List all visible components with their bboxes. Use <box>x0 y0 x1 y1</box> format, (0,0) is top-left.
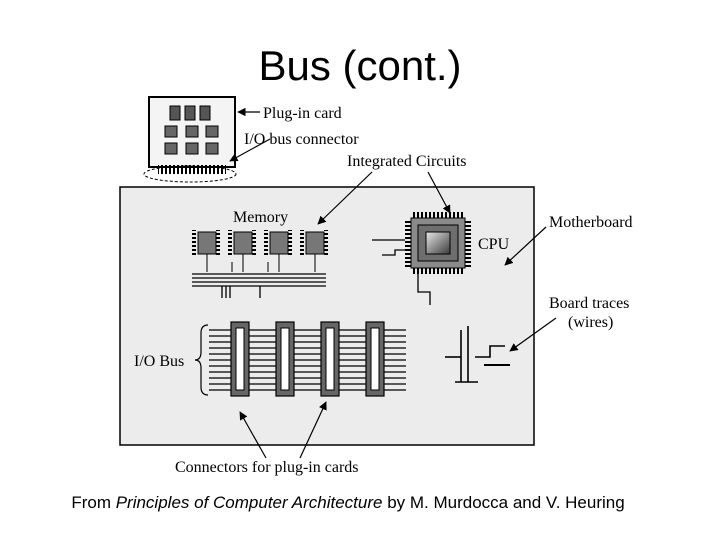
io-slot <box>230 321 250 397</box>
cpu-traces <box>372 239 431 305</box>
io-slot-connectors <box>230 321 385 397</box>
label-io-bus: I/O Bus <box>134 353 184 370</box>
io-bus-connector <box>143 165 237 183</box>
io-slot <box>275 321 295 397</box>
label-board-traces: Board traces <box>549 295 629 312</box>
label-memory: Memory <box>233 209 288 226</box>
io-slot <box>320 321 340 397</box>
label-motherboard: Motherboard <box>549 214 633 231</box>
motherboard <box>119 186 535 446</box>
caption-book-title: Principles of Computer Architecture <box>115 493 383 512</box>
caption-prefix: From <box>71 493 116 512</box>
card-chip <box>169 105 211 121</box>
callout-arrows <box>229 107 557 459</box>
label-board-traces-wires: (wires) <box>568 314 613 331</box>
label-io-bus-connector: I/O bus connector <box>244 131 359 148</box>
caption-suffix: by M. Murdocca and V. Heuring <box>382 493 625 512</box>
label-cpu: CPU <box>478 236 510 253</box>
slide-title: Bus (cont.) <box>258 42 462 89</box>
memory-bus-traces <box>192 273 326 298</box>
label-connectors: Connectors for plug-in cards <box>175 459 359 476</box>
card-chip <box>164 125 219 155</box>
label-plug-in-card: Plug-in card <box>263 105 342 122</box>
memory-chips <box>192 230 328 272</box>
board-traces <box>445 326 510 383</box>
card-edge-pins <box>158 165 226 174</box>
plug-in-card <box>143 96 237 183</box>
label-integrated-circuits: Integrated Circuits <box>347 153 467 170</box>
io-slot <box>365 321 385 397</box>
source-caption: From Principles of Computer Architecture… <box>0 493 696 513</box>
cpu-chip <box>405 212 471 274</box>
io-bus-brace <box>194 324 209 396</box>
